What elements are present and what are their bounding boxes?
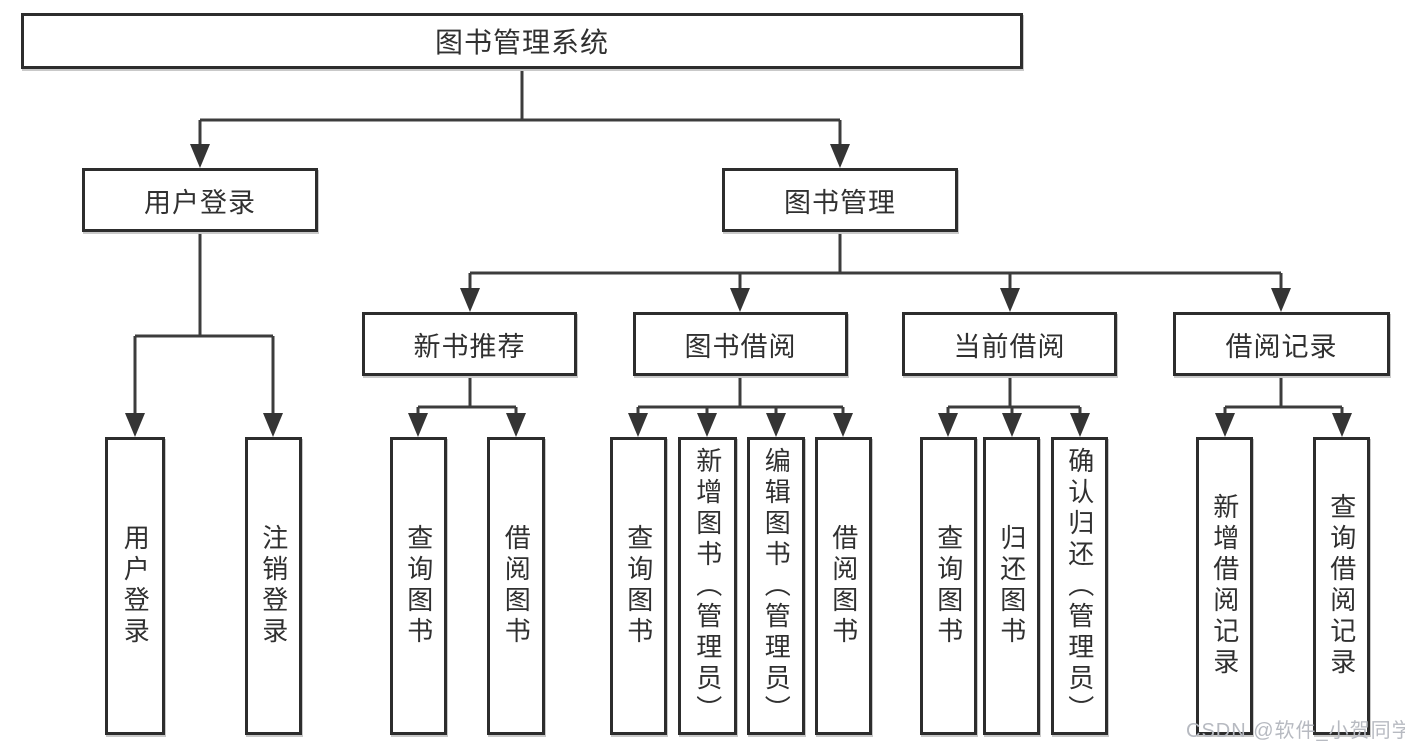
node-current-borrowing: 当前借阅 <box>902 312 1117 376</box>
node-library-system-root: 图书管理系统 <box>21 13 1023 69</box>
node-label: 图书借阅 <box>684 331 797 362</box>
node-label: 用户登录 <box>144 187 256 218</box>
node-label: 借阅图书 <box>501 524 532 648</box>
node-label: 确认归还（管理员） <box>1064 446 1095 726</box>
node-book-management-branch: 图书管理 <box>722 168 958 232</box>
node-label: 查询图书 <box>933 524 964 648</box>
leaf-query-books-recommend: 查询图书 <box>390 437 447 735</box>
node-label: 图书管理 <box>784 187 896 218</box>
node-label: 新书推荐 <box>413 331 526 362</box>
node-book-borrowing: 图书借阅 <box>633 312 848 376</box>
node-label: 注销登录 <box>258 524 289 648</box>
node-label: 当前借阅 <box>953 331 1066 362</box>
node-borrowing-records: 借阅记录 <box>1173 312 1390 376</box>
node-label: 编辑图书（管理员） <box>761 446 792 726</box>
leaf-query-books-current: 查询图书 <box>920 437 977 735</box>
leaf-return-books: 归还图书 <box>983 437 1040 735</box>
node-new-book-recommend: 新书推荐 <box>362 312 577 376</box>
leaf-borrow-books: 借阅图书 <box>815 437 872 735</box>
csdn-watermark: CSDN @软件_小贺同学 <box>1186 720 1405 742</box>
node-label: 借阅记录 <box>1225 331 1338 362</box>
leaf-logout: 注销登录 <box>245 437 302 735</box>
node-label: 查询借阅记录 <box>1326 493 1357 679</box>
node-label: 归还图书 <box>996 524 1027 648</box>
leaf-query-borrow-record: 查询借阅记录 <box>1313 437 1370 735</box>
leaf-edit-books-admin: 编辑图书（管理员） <box>747 437 805 735</box>
node-label: 查询图书 <box>403 524 434 648</box>
node-user-login-branch: 用户登录 <box>82 168 318 232</box>
leaf-add-borrow-record: 新增借阅记录 <box>1196 437 1253 735</box>
node-label: 查询图书 <box>623 524 654 648</box>
node-label: 新增借阅记录 <box>1209 493 1240 679</box>
leaf-user-login: 用户登录 <box>105 437 165 735</box>
leaf-add-books-admin: 新增图书（管理员） <box>678 437 737 735</box>
node-label: 用户登录 <box>120 524 151 648</box>
node-label: 新增图书（管理员） <box>692 446 723 726</box>
node-label: 图书管理系统 <box>434 27 609 58</box>
leaf-query-books-borrowing: 查询图书 <box>610 437 667 735</box>
node-label: 借阅图书 <box>828 524 859 648</box>
leaf-confirm-return-admin: 确认归还（管理员） <box>1051 437 1108 735</box>
arrowheads <box>125 144 1352 437</box>
leaf-borrow-books-recommend: 借阅图书 <box>487 437 545 735</box>
